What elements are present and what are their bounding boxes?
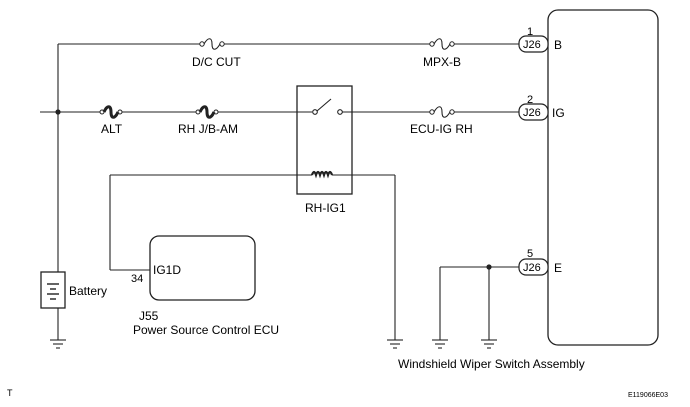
ecu-terminal-label: IG1D xyxy=(153,263,181,277)
wire-b-circuit xyxy=(57,43,522,272)
connector-j26-pin2 xyxy=(518,103,549,121)
pin-5-number: 5 xyxy=(527,248,533,260)
battery-symbol xyxy=(40,271,66,349)
pin-1-terminal: B xyxy=(554,38,562,52)
wire-ig-circuit xyxy=(40,109,522,115)
relay-rh-ig1 xyxy=(110,85,395,195)
ecu-box xyxy=(149,235,256,301)
pin-2-connector: J26 xyxy=(523,107,541,119)
fuse-rh-jb-am-label: RH J/B-AM xyxy=(178,122,238,136)
relay-label: RH-IG1 xyxy=(305,201,346,215)
ecu-pin-number: 34 xyxy=(131,273,143,285)
fuse-ecu-ig-rh-label: ECU-IG RH xyxy=(410,122,473,136)
fuse-mpx-b xyxy=(429,38,455,50)
corner-mark: T xyxy=(7,388,13,398)
fuse-ecu-ig-rh xyxy=(429,106,455,118)
ecu-connector-label: J55 xyxy=(139,309,159,323)
pin-5-terminal: E xyxy=(554,261,562,275)
fuse-alt-label: ALT xyxy=(101,122,123,136)
switch-assembly-box xyxy=(547,9,659,346)
pin-1-number: 1 xyxy=(527,26,533,38)
pin-2-number: 2 xyxy=(527,94,533,106)
wire-coil-to-ecu xyxy=(109,175,150,271)
ecu-name-label: Power Source Control ECU xyxy=(133,323,279,337)
ground-relay xyxy=(387,175,403,349)
fuse-mpx-b-label: MPX-B xyxy=(423,55,461,69)
fuse-rh-jb-am xyxy=(195,105,219,119)
fuse-dc-cut xyxy=(199,38,225,50)
connector-j26-pin1 xyxy=(518,35,549,53)
fuse-dc-cut-label: D/C CUT xyxy=(192,55,241,69)
pin-5-connector: J26 xyxy=(523,262,541,274)
switch-assembly-label: Windshield Wiper Switch Assembly xyxy=(398,357,585,371)
battery-label: Battery xyxy=(69,284,107,298)
fuse-alt xyxy=(99,105,123,119)
wire-e-ground-circuit xyxy=(432,264,519,349)
pin-2-terminal: IG xyxy=(552,106,565,120)
figure-code: E119066E03 xyxy=(628,392,668,399)
pin-1-connector: J26 xyxy=(523,39,541,51)
